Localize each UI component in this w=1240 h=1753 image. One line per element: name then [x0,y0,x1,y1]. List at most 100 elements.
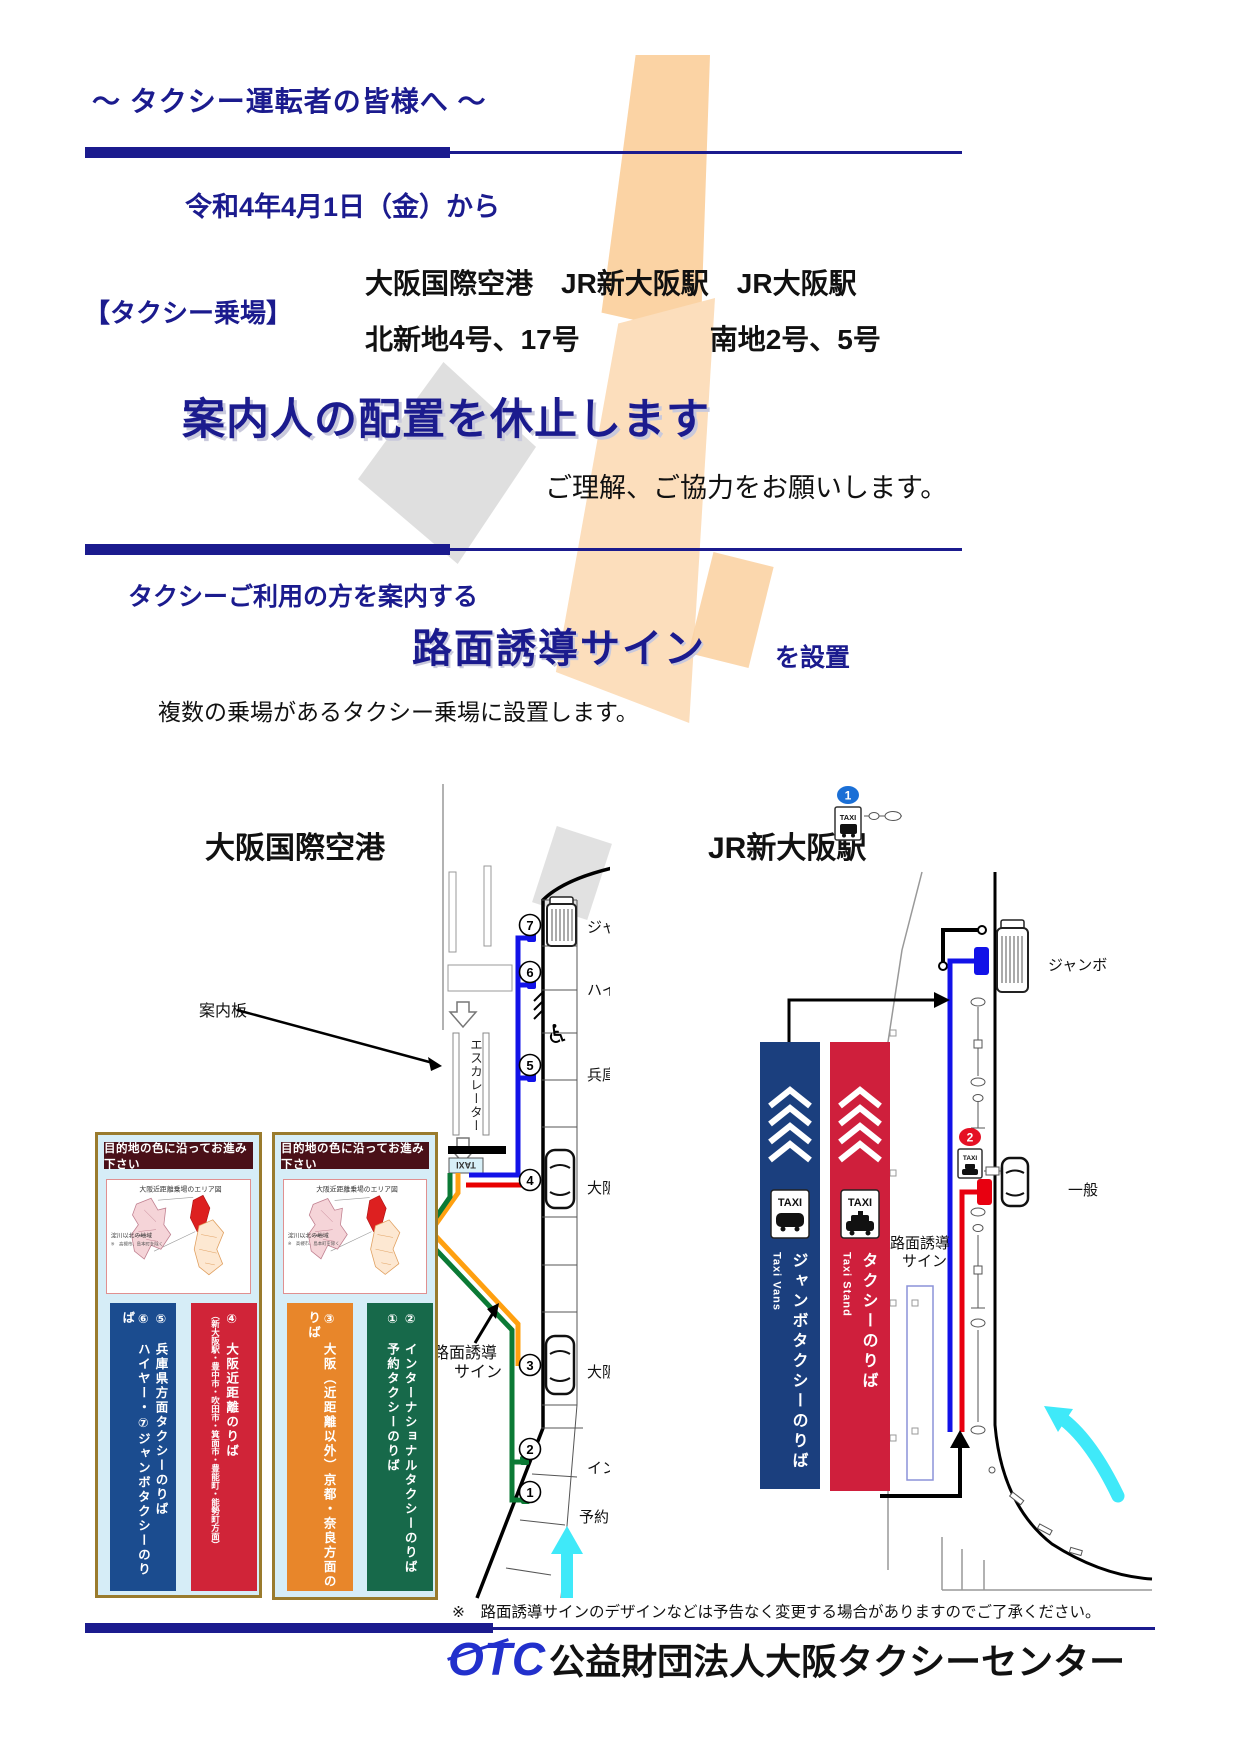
sub-message: ご理解、ご協力をお願いします。 [545,473,948,503]
flow-arrow-head [551,1526,583,1554]
divider-footer-thin [493,1627,1155,1630]
island-marker [911,1427,919,1435]
board-pointer-label: 案内板 [199,1002,247,1020]
panel-jumbo-text: ジャンボタクシーのりば Taxi Vans [770,1252,807,1472]
svg-text:兵庫: 兵庫 [587,1067,610,1084]
general-label: 一般 [1068,1182,1098,1199]
station-diagram: 1 TAXI 2 TAXI [760,786,1153,1591]
stop2-badge [959,1128,981,1146]
svg-text:2: 2 [526,1442,533,1457]
map-region-south [193,1219,225,1276]
queue-chain [970,1207,986,1435]
footnote: ※ 路面誘導サインのデザインなどは予告なく変更する場合がありますのでご了承くださ… [452,1604,1101,1621]
taxi-mini-sign [448,1157,484,1174]
queue-chain [970,997,986,1129]
red-route-cap [977,1179,992,1205]
taxi-mini-sign-label: TAXI [456,1160,476,1170]
board-header: 目的地の色に沿ってお進み下さい [281,1142,429,1171]
svg-text:インタク: インタク [587,1460,610,1477]
otc-logo: OTC [447,1633,546,1685]
guide-sign-suffix: を設置 [775,644,851,672]
stand-line1: 大阪国際空港 JR新大阪駅 JR大阪駅 [365,268,857,299]
panel-pointer-arrow [787,998,936,1042]
connector-path [941,928,982,966]
flow-arrow-head [1044,1406,1073,1432]
board-pointer-arrowhead [428,1057,442,1071]
airport-diagram: TAXI [199,784,610,1599]
main-message: 案内人の配置を休止します [182,396,710,444]
surface-sign-label: サイン [454,1364,502,1381]
kerb-hatch [533,992,543,1020]
map-region-south [370,1219,401,1275]
taxi-car-icon [962,1169,978,1175]
map-region-north [131,1197,172,1260]
svg-text:7: 7 [526,918,533,933]
taxi-sign-text: TAXI [963,1155,978,1162]
bay-dividers [505,899,583,1599]
flow-arrow [1057,1413,1125,1503]
surface-sign-arrowhead [487,1303,499,1319]
kerb-line [993,872,1153,1581]
queue-marker [884,811,902,821]
panel-taxi-sign-standard: TAXI [840,1189,880,1239]
surface-sign-label: 路面誘導 [890,1235,950,1252]
jumbo-van-icon [996,919,1029,993]
stop1-number: 1 [845,789,852,803]
divider-mid-thick [85,544,450,555]
guide-board-1: 目的地の色に沿ってお進み下さい 大阪近距離乗場のエリア図 淀川以北の地域 ※ 高… [95,1132,262,1598]
airport-title: 大阪国際空港 [205,832,385,865]
guide-intro: タクシーご利用の方を案内する [128,583,479,611]
svg-text:1: 1 [526,1485,533,1500]
map-note: 淀川以北の地域 [288,1231,329,1239]
building-bar [448,1146,506,1154]
svg-text:3: 3 [526,1358,533,1373]
map-note: 淀川以北の地域 [111,1231,152,1239]
jumbo-label: ジャンボ [1048,957,1107,974]
escalator-rail [452,1032,460,1136]
taxi-sign-text: TAXI [840,813,857,822]
board-column-green: ② インターナショナルタクシーのりば ① 予約タクシーのりば [367,1303,433,1591]
board-map: 大阪近距離乗場のエリア図 淀川以北の地域 ※ 高槻市、島本町を除く [106,1179,251,1294]
blue-route-line [947,958,974,1432]
svg-text:4: 4 [526,1173,534,1188]
board-pointer-arrow [236,1008,434,1065]
terminal-column [448,871,457,953]
bus-icon [840,824,857,834]
footer-brand: OTC 公益財団法人大阪タクシーセンター [447,1632,1125,1686]
svg-text:予約: 予約 [579,1509,609,1526]
map-region-north [307,1198,348,1260]
escalator-label: エスカレーター [468,1038,482,1133]
board-map: 大阪近距離乗場のエリア図 淀川以北の地域 ※ 高槻市、島本町を除く [283,1179,427,1294]
stop-labels: ジャンボ ハイヤー 兵庫 大阪近距離 大阪 インタク 予約 [579,919,610,1526]
map-note-sub: ※ 高槻市、島本町を除く [111,1240,163,1247]
svg-text:大阪近距離: 大阪近距離 [587,1179,610,1197]
stop1-badge [837,786,859,804]
car-icon [1000,1156,1030,1208]
board-column-red: ④ 大阪近距離のりば （新大阪駅・豊中市・吹田市・箕面市・豊能町・能勢町方面） [191,1303,257,1591]
svg-text:大阪: 大阪 [587,1364,610,1381]
entry-arrowhead [950,1430,970,1448]
wheelchair-icon: ♿ [546,1019,569,1049]
stand-line2-south: 南地2号、5号 [709,324,881,355]
surface-sign-label: 路面誘導 [433,1343,497,1362]
green-guide-line [419,1173,521,1503]
effective-date: 令和4年4月1日（金）から [185,192,501,222]
board-column-orange: ③ 大阪（近距離以外）京都・奈良方面のりば [287,1303,353,1591]
red-route-line [959,1189,977,1432]
station-footprint [941,1537,1152,1591]
taxi-sign-board [834,806,862,841]
car-icon [544,1148,576,1210]
stop2-number: 2 [967,1131,974,1145]
blue-route-cap [974,947,989,975]
car-icon [544,1334,576,1396]
guide-note: 複数の乗場があるタクシー乗場に設置します。 [158,699,639,725]
svg-text:TAXI: TAXI [848,1197,872,1209]
page-title: 〜 タクシー運転者の皆様へ 〜 [92,86,487,117]
svg-text:ジャンボ: ジャンボ [587,919,610,936]
svg-text:5: 5 [526,1058,533,1073]
panel-pointer-arrowhead [934,992,950,1008]
panel-taxi [830,1042,890,1491]
escalator-rail [482,1032,490,1136]
board-column-blue: ⑤ 兵庫県方面タクシーのりば ⑥ ハイヤー・⑦ジャンボタクシーのりば [110,1303,176,1591]
